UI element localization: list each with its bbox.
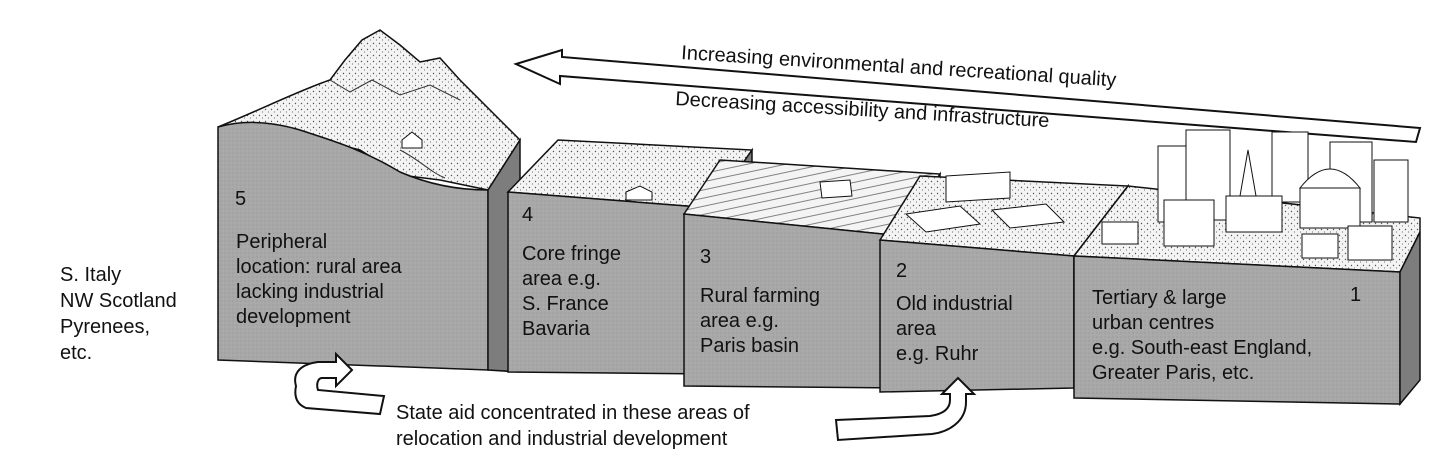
block-2-line-3: e.g. Ruhr (896, 343, 979, 365)
block-3-number: 3 (700, 246, 712, 268)
block-5-number: 5 (235, 188, 247, 210)
block-5-line-2: location: rural area (236, 256, 402, 278)
block-1-number: 1 (1350, 284, 1362, 306)
side-label-line-2: NW Scotland (60, 290, 177, 312)
block-2-number: 2 (896, 260, 908, 282)
side-label-line-4: etc. (60, 342, 93, 364)
block-1-line-1: Tertiary & large (1092, 287, 1227, 309)
block-1-line-4: Greater Paris, etc. (1092, 362, 1255, 384)
left-curved-arrow (294, 351, 386, 416)
block-2-line-2: area (896, 318, 937, 340)
block-1-line-3: e.g. South-east England, (1092, 337, 1313, 359)
block-4-line-1: Core fringe (522, 243, 621, 265)
bottom-note-line-1: State aid concentrated in these areas of (396, 402, 750, 424)
block-4-line-2: area e.g. (522, 268, 601, 290)
right-curved-arrow (834, 376, 977, 442)
block-2-label: Old industrial area e.g. Ruhr (896, 292, 1013, 367)
bottom-note-line-2: relocation and industrial development (396, 428, 728, 450)
block-3-line-3: Paris basin (700, 335, 799, 357)
block-2-line-1: Old industrial (896, 293, 1013, 315)
side-label-line-3: Pyrenees, (60, 316, 151, 338)
block-4-label: Core fringe area e.g. S. France Bavaria (522, 242, 621, 342)
block-4-line-4: Bavaria (522, 318, 590, 340)
block-4-line-3: S. France (522, 293, 609, 315)
block-1-urban-centres (1072, 129, 1421, 407)
block-1-label: Tertiary & large urban centres e.g. Sout… (1092, 286, 1312, 386)
block-5-line-4: development (236, 306, 351, 328)
block-4-number: 4 (522, 204, 534, 226)
block-1-line-2: urban centres (1092, 312, 1215, 334)
block-3-line-2: area e.g. (700, 310, 779, 332)
block-3-line-1: Rural farming (700, 285, 821, 307)
block-3-label: Rural farming area e.g. Paris basin (700, 284, 820, 359)
top-arrow (513, 48, 1422, 144)
side-label-line-1: S. Italy (60, 264, 122, 286)
block-5-line-1: Peripheral (236, 231, 328, 253)
side-label: S. Italy NW Scotland Pyrenees, etc. (60, 262, 177, 366)
block-5-label: Peripheral location: rural area lacking … (236, 230, 402, 330)
bottom-note: State aid concentrated in these areas of… (396, 400, 750, 452)
block-5-line-3: lacking industrial (236, 281, 384, 303)
